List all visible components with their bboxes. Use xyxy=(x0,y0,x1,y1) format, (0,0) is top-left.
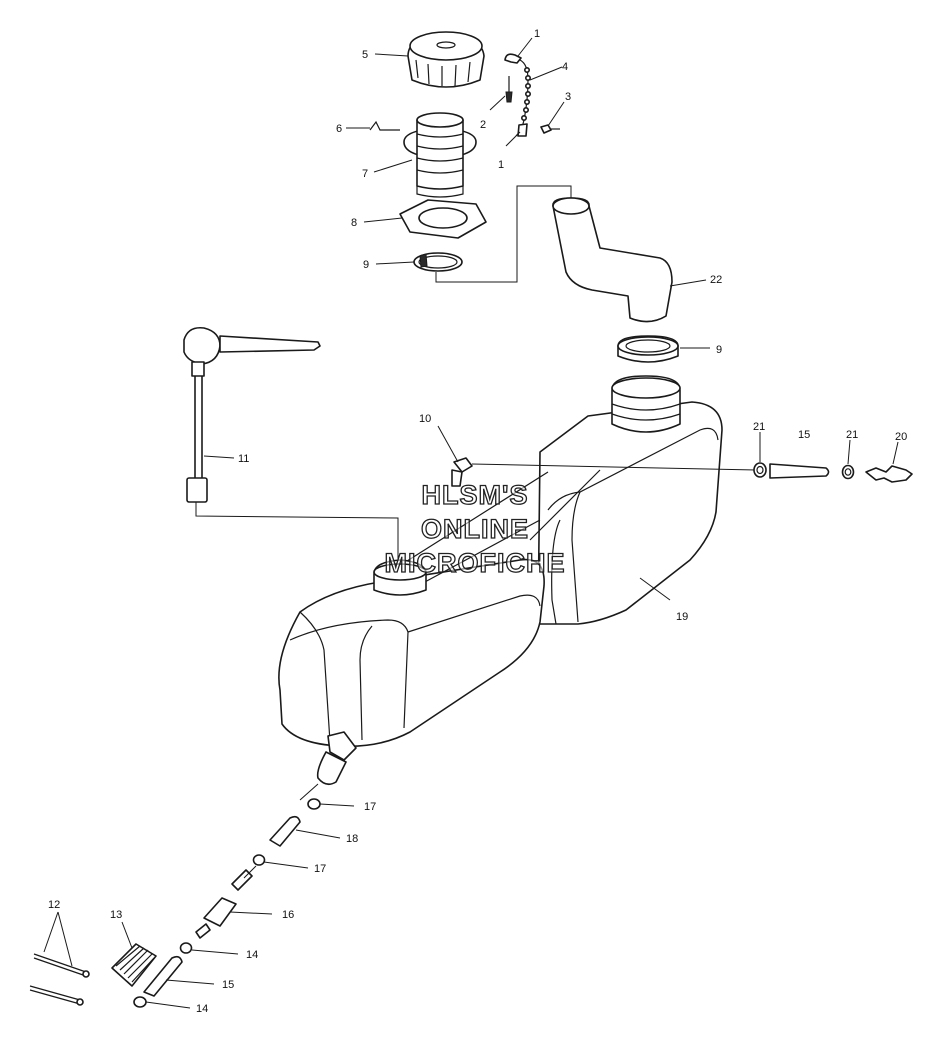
watermark-line-2: ONLINE xyxy=(420,513,529,544)
assembly-line-hose xyxy=(435,185,572,283)
watermark-line-1: HLSM'S xyxy=(421,479,529,510)
callout-22: 22 xyxy=(710,274,722,286)
callout-15-right: 15 xyxy=(798,429,810,441)
callout-1-lower: 1 xyxy=(498,159,504,171)
callout-5: 5 xyxy=(362,49,368,61)
fuel-tank xyxy=(278,375,723,786)
watermark-line-3: MICROFICHE xyxy=(384,547,566,578)
fuel-filter-screen xyxy=(111,943,157,987)
callout-7: 7 xyxy=(362,168,368,180)
callout-1: 1 xyxy=(534,28,540,40)
fuel-gauge-sender xyxy=(183,326,399,560)
callout-20: 20 xyxy=(895,431,907,443)
leader-lines xyxy=(43,37,899,1009)
callout-2: 2 xyxy=(480,119,486,131)
callout-10: 10 xyxy=(419,413,431,425)
callout-14-lower: 14 xyxy=(196,1003,208,1015)
callout-13: 13 xyxy=(110,909,122,921)
callout-9-lower: 9 xyxy=(716,344,722,356)
fuel-line-assembly xyxy=(133,783,321,1008)
callout-numbers: 1 5 4 3 2 6 1 7 8 9 22 9 10 21 15 21 20 … xyxy=(48,28,907,1015)
hose-clamp-lower xyxy=(617,335,679,363)
callout-3: 3 xyxy=(565,91,571,103)
callout-6: 6 xyxy=(336,123,342,135)
vent-elbow-fitting xyxy=(451,457,757,487)
watermark: HLSM'S ONLINE MICROFICHE xyxy=(330,478,620,580)
fuel-cap xyxy=(407,31,485,88)
filler-neck-strap xyxy=(369,120,400,131)
callout-17-upper: 17 xyxy=(364,801,376,813)
callout-14-upper: 14 xyxy=(246,949,258,961)
callout-4: 4 xyxy=(562,61,568,73)
callout-11: 11 xyxy=(238,453,249,465)
callout-17-lower: 17 xyxy=(314,863,326,875)
cap-tether-chain xyxy=(504,53,560,137)
callout-21-right: 21 xyxy=(846,429,858,441)
callout-19: 19 xyxy=(676,611,688,623)
filler-hose xyxy=(552,197,673,323)
callout-8: 8 xyxy=(351,217,357,229)
vent-hose-assembly xyxy=(753,462,913,483)
callout-15-lower: 15 xyxy=(222,979,234,991)
callout-16: 16 xyxy=(282,909,294,921)
callout-21-left: 21 xyxy=(753,421,765,433)
callout-9-upper: 9 xyxy=(363,259,369,271)
hose-clamp-upper xyxy=(413,252,463,272)
callout-18: 18 xyxy=(346,833,358,845)
filler-neck-gasket xyxy=(399,199,487,239)
callout-12: 12 xyxy=(48,899,60,911)
filler-neck xyxy=(403,112,477,198)
hose-clips xyxy=(29,953,90,1006)
